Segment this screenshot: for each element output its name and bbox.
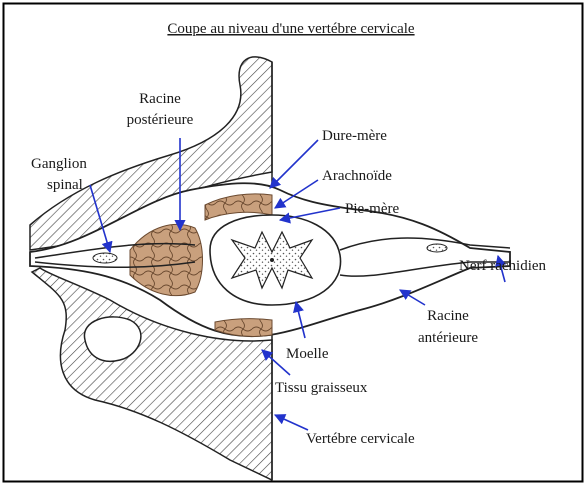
label-racine-anterieure-line1: Racine	[427, 308, 469, 324]
label-racine-anterieure-line2: antérieure	[418, 330, 478, 346]
label-racine-posterieure-line2: postérieure	[127, 112, 194, 128]
leader-vertebre	[275, 415, 308, 430]
nerve-dots	[427, 244, 447, 252]
label-arachnoide: Arachnoïde	[322, 168, 392, 184]
label-ganglion-line1: Ganglion	[31, 156, 87, 172]
label-vertebre-cervicale: Vertébre cervicale	[306, 431, 415, 447]
leader-dure-mere	[270, 140, 318, 188]
label-nerf-rachidien: Nerf rachidien	[459, 258, 547, 274]
label-ganglion-line2: spinal	[47, 177, 83, 193]
central-canal	[270, 258, 274, 262]
label-pie-mere: Pie-mère	[345, 201, 399, 217]
label-tissu-graisseux: Tissu graisseux	[275, 380, 368, 396]
diagram-title: Coupe au niveau d'une vertébre cervicale	[167, 21, 415, 37]
label-dure-mere: Dure-mère	[322, 128, 387, 144]
spinal-ganglion	[93, 253, 117, 263]
label-racine-posterieure-line1: Racine	[139, 91, 181, 107]
label-moelle: Moelle	[286, 346, 329, 362]
